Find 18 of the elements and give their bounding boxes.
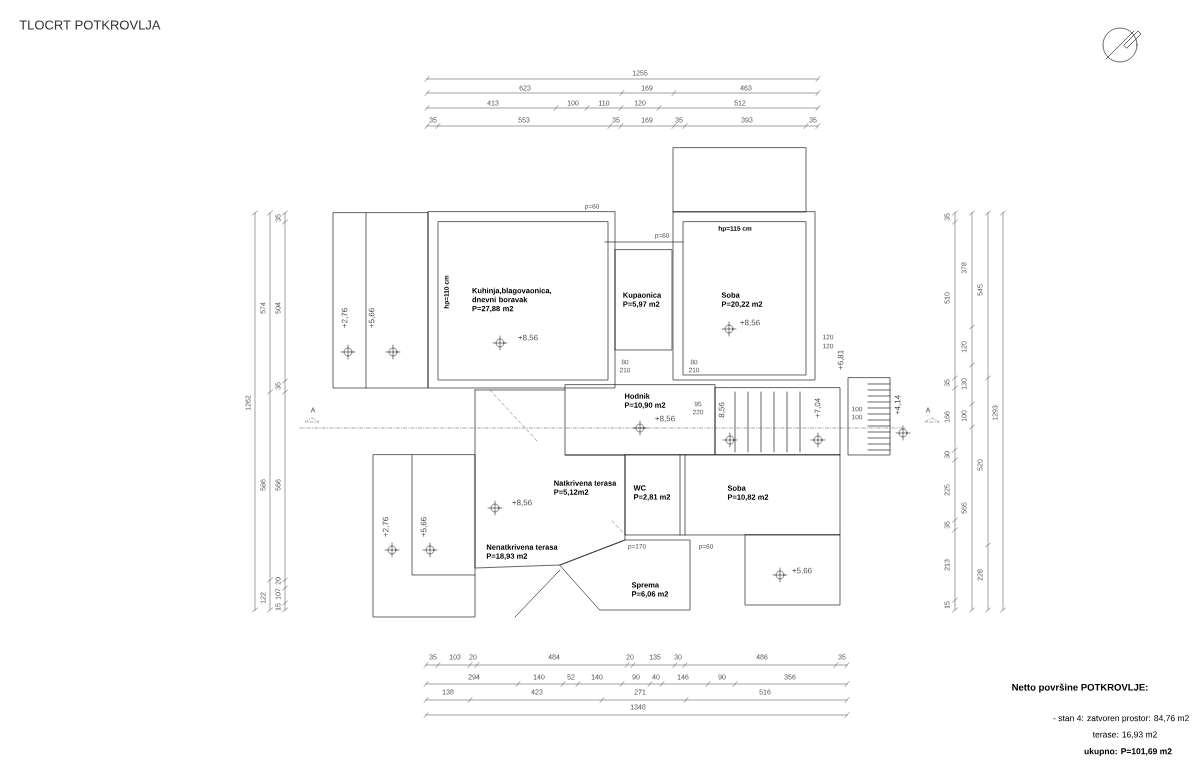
level-mark: +5,66 bbox=[792, 567, 812, 575]
title: TLOCRT POTKROVLJA bbox=[19, 20, 161, 30]
level-mark: +8,56 bbox=[740, 319, 760, 327]
level-mark: +8,56 bbox=[518, 334, 538, 342]
area-summary-heading: Netto površine POTKROVLJE: bbox=[1012, 683, 1148, 693]
area-summary-text: - stan 4: zatvoren prostor: 84,76 m2 bbox=[1053, 715, 1189, 723]
area-summary-total: ukupno: P=101,69 m2 bbox=[1084, 748, 1172, 756]
level-mark: +4,14 bbox=[894, 395, 902, 415]
area-summary-text: terase: 16,93 m2 bbox=[1092, 731, 1157, 739]
level-mark: +2,76 bbox=[382, 517, 390, 537]
level-mark: +7,04 bbox=[814, 398, 822, 418]
level-mark: +6,81 bbox=[837, 350, 845, 370]
level-mark: +8,56 bbox=[655, 415, 675, 423]
level-mark: +5,66 bbox=[420, 517, 428, 537]
level-mark: +2,76 bbox=[341, 308, 349, 328]
level-mark: +8,56 bbox=[512, 499, 532, 507]
level-mark: +5,66 bbox=[368, 308, 376, 328]
level-mark: 8,56 bbox=[718, 402, 726, 418]
